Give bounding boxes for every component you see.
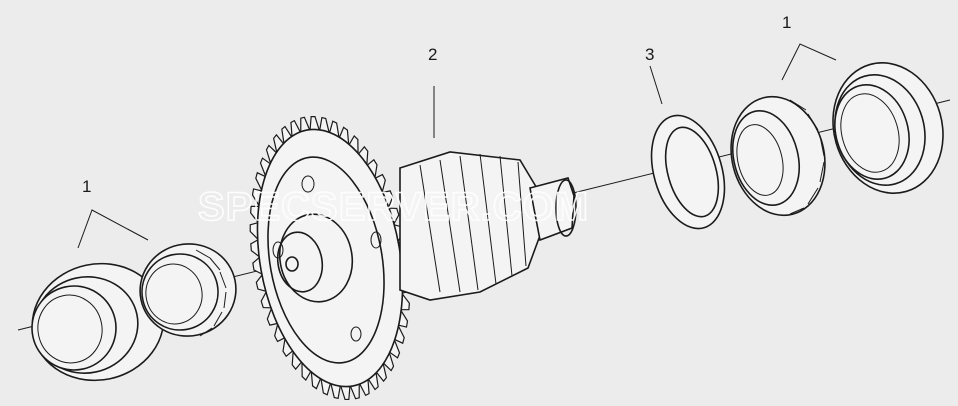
right-bearing-cup bbox=[832, 62, 944, 194]
spacer-ring bbox=[650, 114, 726, 230]
callout-label-left-bearing: 1 bbox=[82, 177, 91, 196]
callout-leaders bbox=[77, 43, 837, 249]
left-bearing-cone bbox=[139, 243, 237, 337]
callout-label-gear: 2 bbox=[428, 45, 437, 64]
callout-label-right-bearing: 1 bbox=[782, 13, 791, 32]
watermark-text: SPECSERVER.COM bbox=[198, 185, 589, 229]
left-bearing-cup bbox=[31, 262, 165, 382]
callout-label-spacer: 3 bbox=[645, 45, 654, 64]
helical-gear bbox=[249, 115, 577, 401]
gear-tooth bbox=[340, 385, 351, 401]
right-bearing-cone bbox=[730, 95, 826, 217]
gear-tooth bbox=[309, 115, 320, 131]
